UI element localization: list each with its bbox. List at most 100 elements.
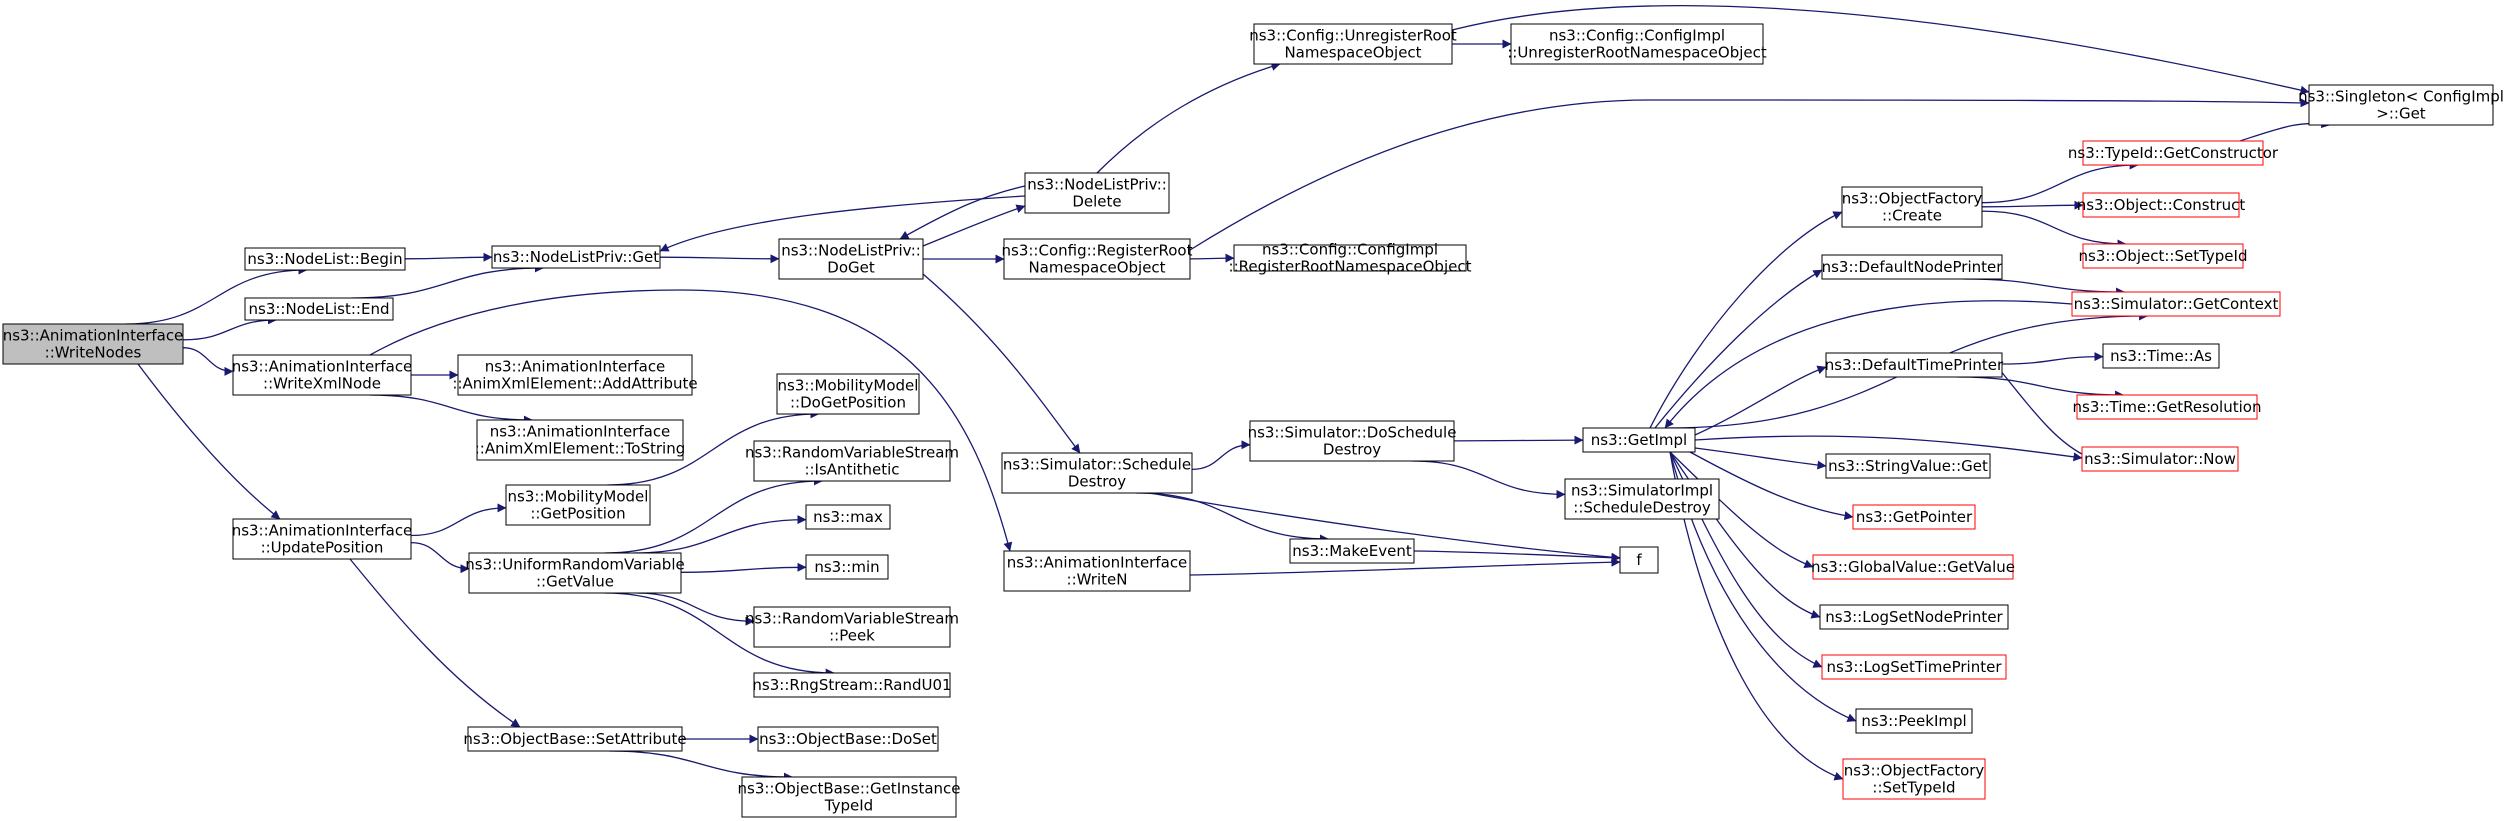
node-box — [1024, 172, 1170, 214]
node-getImpl[interactable]: ns3::GetImpl — [1582, 427, 1696, 453]
node-strGet[interactable]: ns3::StringValue::Get — [1825, 453, 1991, 479]
node-label: ns3::max — [813, 508, 883, 526]
node-getCtor[interactable]: ns3::TypeId::GetConstructor — [2068, 140, 2279, 166]
edge-getImpl-to-logNode — [1669, 451, 1821, 619]
node-makeEvent[interactable]: ns3::MakeEvent — [1289, 538, 1415, 564]
node-mmDoGetPos[interactable]: ns3::MobilityModel::DoGetPosition — [776, 373, 920, 415]
node-box — [1841, 186, 1983, 228]
node-label: ns3::RandomVariableStream — [745, 610, 959, 628]
node-box — [1852, 504, 1976, 530]
node-timeAs[interactable]: ns3::Time::As — [2102, 343, 2220, 369]
edge-schedDestroy-to-doSchedDestroy — [1191, 440, 1251, 471]
node-label: ns3::Object::Construct — [2077, 196, 2246, 214]
node-peek[interactable]: ns3::RandomVariableStream::Peek — [745, 606, 959, 648]
edge-cfgReg-to-singleton — [1189, 98, 2310, 251]
node-logNode[interactable]: ns3::LogSetNodePrinter — [1819, 604, 2009, 630]
node-peekImpl[interactable]: ns3::PeekImpl — [1855, 708, 1973, 734]
edge-getImpl-to-gvGetValue — [1669, 451, 1814, 569]
node-construct[interactable]: ns3::Object::Construct — [2077, 192, 2246, 218]
edge-updatePos-to-urvGetValue — [410, 541, 470, 574]
node-ofCreate[interactable]: ns3::ObjectFactory::Create — [1841, 186, 1983, 228]
node-label: ns3::LogSetTimePrinter — [1826, 658, 2002, 676]
node-label: ns3::GetImpl — [1591, 431, 1687, 449]
node-randU01[interactable]: ns3::RngStream::RandU01 — [752, 672, 952, 698]
node-nlpGet[interactable]: ns3::NodeListPriv::Get — [491, 245, 661, 269]
node-label: ns3::ObjectBase::GetInstance — [738, 780, 961, 798]
node-root[interactable]: ns3::AnimationInterface::WriteNodes — [2, 323, 184, 365]
node-label: ::Peek — [829, 627, 875, 645]
node-writeN[interactable]: ns3::AnimationInterface::WriteN — [1003, 550, 1191, 592]
node-cfgReg[interactable]: ns3::Config::RegisterRootNamespaceObject — [1002, 238, 1193, 280]
node-label: ::AnimXmlElement::AddAttribute — [452, 375, 697, 393]
node-box — [1812, 554, 2014, 580]
node-label: ns3::Config::RegisterRoot — [1002, 242, 1193, 260]
node-urvGetValue[interactable]: ns3::UniformRandomVariable::GetValue — [465, 552, 685, 594]
node-f[interactable]: f — [1619, 546, 1659, 574]
node-label: ::RegisterRootNamespaceObject — [1229, 258, 1472, 276]
node-box — [1855, 708, 1973, 734]
node-nlpDoGet[interactable]: ns3::NodeListPriv::DoGet — [778, 238, 924, 280]
node-implSchedDestroy[interactable]: ns3::SimulatorImpl::ScheduleDestroy — [1564, 478, 1720, 520]
node-nlpDelete[interactable]: ns3::NodeListPriv::Delete — [1024, 172, 1170, 214]
node-defNodePrinter[interactable]: ns3::DefaultNodePrinter — [1821, 254, 2004, 280]
edge-nlpDoGet-to-nlpDelete — [922, 204, 1026, 247]
node-box — [753, 672, 951, 698]
node-label: Destroy — [1323, 441, 1381, 459]
node-ofSetTypeId[interactable]: ns3::ObjectFactory::SetTypeId — [1842, 758, 1986, 800]
edge-updatePos-to-setAttr — [349, 558, 521, 728]
node-toString[interactable]: ns3::AnimationInterface::AnimXmlElement:… — [475, 419, 685, 461]
node-box — [757, 726, 939, 752]
node-cfgImplUnreg[interactable]: ns3::Config::ConfigImpl::UnregisterRootN… — [1507, 23, 1767, 65]
node-isAnti[interactable]: ns3::RandomVariableStream::IsAntithetic — [745, 440, 959, 482]
node-max[interactable]: ns3::max — [805, 504, 891, 530]
node-mmGetPos[interactable]: ns3::MobilityModel::GetPosition — [505, 484, 651, 526]
node-cfgUnreg[interactable]: ns3::Config::UnregisterRootNamespaceObje… — [1249, 23, 1457, 65]
node-label: NamespaceObject — [1284, 44, 1421, 62]
node-label: Delete — [1072, 193, 1121, 211]
node-box — [244, 247, 406, 271]
node-box — [2, 323, 184, 365]
edge-setAttr-to-getInstTypeId — [608, 750, 793, 782]
node-updatePos[interactable]: ns3::AnimationInterface::UpdatePosition — [232, 518, 413, 560]
node-setTypeId[interactable]: ns3::Object::SetTypeId — [2079, 243, 2248, 269]
node-schedDestroy[interactable]: ns3::Simulator::ScheduleDestroy — [1001, 452, 1193, 494]
node-box — [1819, 604, 2009, 630]
node-box — [1001, 452, 1193, 494]
node-setAttr[interactable]: ns3::ObjectBase::SetAttribute — [463, 726, 687, 752]
edge-getCtor-to-singleton — [2239, 119, 2331, 142]
node-nlBegin[interactable]: ns3::NodeList::Begin — [244, 247, 406, 271]
node-label: ns3::UniformRandomVariable — [465, 556, 684, 574]
node-gvGetValue[interactable]: ns3::GlobalValue::GetValue — [1811, 554, 2015, 580]
node-getRes[interactable]: ns3::Time::GetResolution — [2073, 394, 2262, 420]
edge-schedDestroy-to-f — [1149, 492, 1621, 562]
node-now[interactable]: ns3::Simulator::Now — [2081, 446, 2239, 472]
edge-getImpl-to-defNodePrinter — [1654, 269, 1823, 429]
edge-urvGetValue-to-peek — [636, 592, 755, 626]
node-doSet[interactable]: ns3::ObjectBase::DoSet — [757, 726, 939, 752]
node-nlEnd[interactable]: ns3::NodeList::End — [244, 297, 394, 321]
node-box — [741, 776, 957, 818]
edge-root-to-nlEnd — [182, 315, 277, 341]
node-logTime[interactable]: ns3::LogSetTimePrinter — [1821, 654, 2007, 680]
node-label: ns3::Config::ConfigImpl — [1262, 241, 1438, 259]
node-box — [805, 504, 891, 530]
edge-nlpDelete-to-nlpDoGet — [899, 185, 1026, 240]
node-label: ns3::TypeId::GetConstructor — [2068, 144, 2279, 162]
node-cfgImplReg[interactable]: ns3::Config::ConfigImpl::RegisterRootNam… — [1229, 241, 1472, 276]
node-box — [1510, 23, 1764, 65]
node-getPointer[interactable]: ns3::GetPointer — [1852, 504, 1976, 530]
node-min[interactable]: ns3::min — [805, 554, 889, 580]
node-getContext[interactable]: ns3::Simulator::GetContext — [2071, 291, 2281, 317]
node-singleton[interactable]: ns3::Singleton< ConfigImpl >::Get — [2298, 84, 2504, 126]
edge-makeEvent-to-f — [1413, 550, 1621, 563]
node-label: ::SetTypeId — [1872, 779, 1955, 797]
node-addAttr[interactable]: ns3::AnimationInterface::AnimXmlElement:… — [452, 354, 698, 396]
node-box — [476, 419, 684, 461]
node-writeXml[interactable]: ns3::AnimationInterface::WriteXmlNode — [232, 354, 413, 396]
node-defTimePrinter[interactable]: ns3::DefaultTimePrinter — [1825, 352, 2004, 378]
node-label: ns3::DefaultTimePrinter — [1825, 356, 2004, 374]
node-label: ns3::GlobalValue::GetValue — [1811, 558, 2015, 576]
